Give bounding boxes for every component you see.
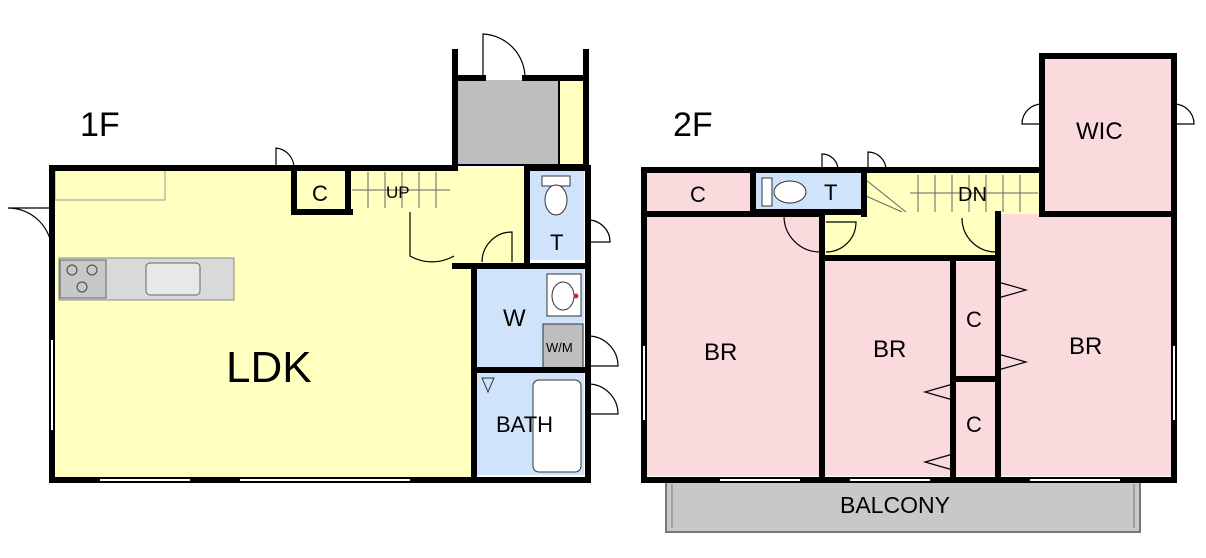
bath-triangle xyxy=(481,377,495,394)
wic-door-left xyxy=(1021,103,1043,125)
hall-door-2f xyxy=(825,221,857,253)
bath-door xyxy=(587,383,619,415)
closet-b-door-lower xyxy=(997,353,1029,371)
bedroom-c-door xyxy=(961,217,997,253)
toilet-label-1f: T xyxy=(550,230,563,255)
first-floor: 1F LDK C UP T W W/M BATH xyxy=(7,33,619,483)
burner-2 xyxy=(86,264,98,276)
entrance-door xyxy=(482,33,526,79)
closet-c-door-upper xyxy=(922,383,954,401)
entrance-step xyxy=(559,80,583,165)
stairs-up-label: UP xyxy=(386,183,410,202)
doors-2f xyxy=(783,103,1195,471)
bedroom-b-label: BR xyxy=(873,336,906,363)
burner-1 xyxy=(66,264,78,276)
washroom-label: W xyxy=(503,305,526,332)
bedroom-a-door xyxy=(783,215,821,253)
toilet-tank-2f xyxy=(761,177,773,207)
kitchen-sink xyxy=(145,262,201,296)
first-floor-label: 1F xyxy=(80,106,120,144)
ldk-area xyxy=(55,170,475,477)
bedroom-a-area xyxy=(647,214,820,476)
second-floor: 2F C T DN WIC BR BR C C BR BALCONY xyxy=(641,53,1195,533)
toilet-bowl-2f xyxy=(773,180,807,204)
closet-b-area xyxy=(955,262,997,377)
closet-c-door-lower xyxy=(922,453,954,471)
entrance-gray xyxy=(455,80,559,165)
toilet-door-2f xyxy=(821,153,839,171)
stairs-down-label: DN xyxy=(958,184,987,206)
closet-label-1f: C xyxy=(312,181,328,206)
closet-area-1f xyxy=(296,170,348,210)
wic-label: WIC xyxy=(1076,118,1123,145)
bathtub xyxy=(532,379,582,473)
toilet-bowl-1f xyxy=(544,184,568,216)
hall-area-1f xyxy=(455,168,529,266)
wash-door xyxy=(481,231,513,263)
ldk-label: LDK xyxy=(226,343,312,392)
thin-walls-1f xyxy=(455,80,586,166)
bedroom-a-label: BR xyxy=(704,339,737,366)
toilet-door-1f xyxy=(587,219,611,243)
bedroom-b-area xyxy=(824,260,952,476)
stairs-door-2f xyxy=(867,151,887,171)
washing-machine-label: W/M xyxy=(546,340,573,355)
bedroom-c-area xyxy=(1000,214,1172,476)
bedroom-c-label: BR xyxy=(1069,333,1102,360)
bath-label: BATH xyxy=(496,412,553,437)
closet-door-1f xyxy=(275,147,295,169)
windows-1f xyxy=(51,340,410,481)
wic-area xyxy=(1044,58,1172,212)
burner-3 xyxy=(76,281,88,293)
wm-door xyxy=(587,335,619,367)
second-floor-label: 2F xyxy=(673,106,713,144)
balcony-label: BALCONY xyxy=(840,492,950,518)
closet-a-label: C xyxy=(690,182,706,207)
closet-a-area xyxy=(647,172,753,212)
balcony-area xyxy=(665,479,1141,533)
closet-b-door-upper xyxy=(997,281,1029,299)
ldk-side-door xyxy=(7,207,53,253)
closet-c-label: C xyxy=(966,412,982,437)
hall-area-2f xyxy=(822,214,998,256)
closet-b-label: C xyxy=(966,307,982,332)
doors-1f xyxy=(7,33,619,415)
stairs-2f xyxy=(865,175,1038,213)
hall-door-1f xyxy=(409,212,455,263)
windows-2f xyxy=(643,346,1175,481)
washing-machine xyxy=(542,323,584,369)
wic-door-right xyxy=(1173,103,1195,125)
stairs-1f xyxy=(352,172,450,208)
closet-c-area xyxy=(955,381,997,476)
faucet-dot xyxy=(573,293,579,299)
toilet-label-2f: T xyxy=(824,180,837,205)
